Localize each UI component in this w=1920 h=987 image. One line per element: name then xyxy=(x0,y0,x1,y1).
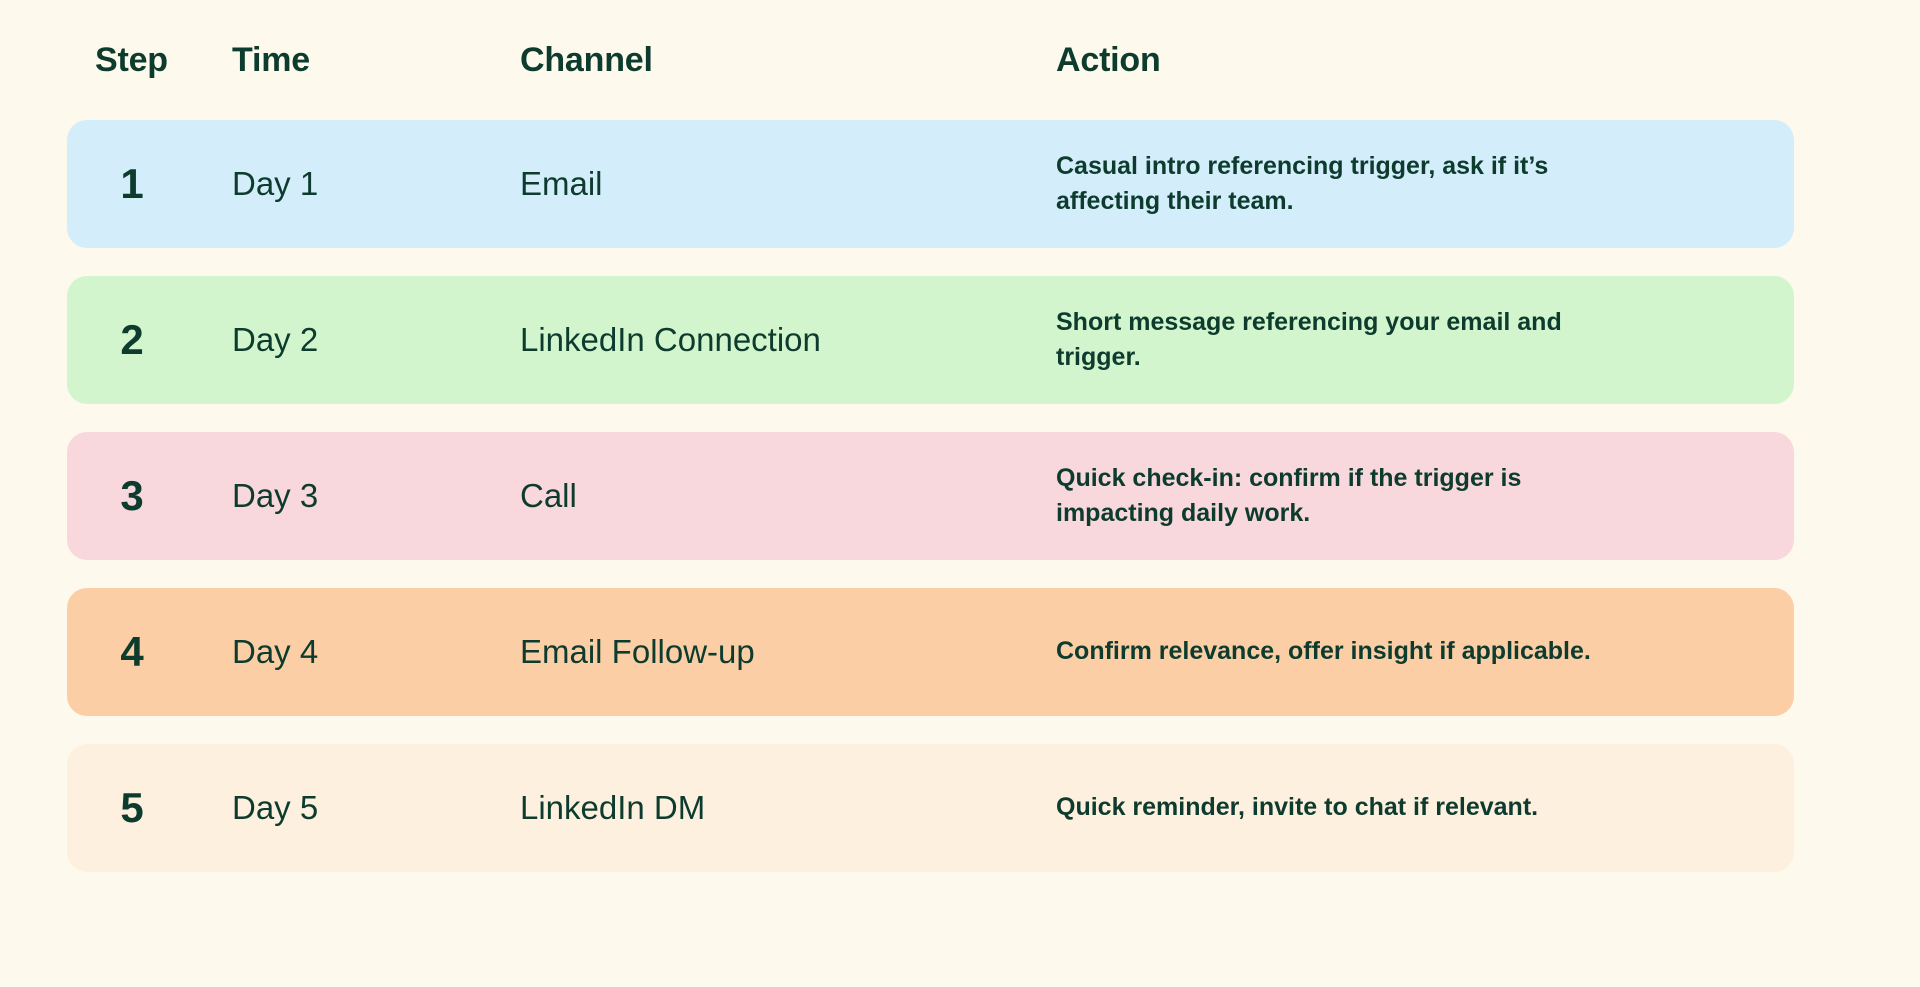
table-row: 1 Day 1 Email Casual intro referencing t… xyxy=(67,120,1794,248)
cell-step: 5 xyxy=(120,784,144,831)
cell-step: 4 xyxy=(120,628,144,675)
cell-action: Casual intro referencing trigger, ask if… xyxy=(1056,151,1549,216)
cell-time: Day 2 xyxy=(232,321,319,358)
column-header-channel: Channel xyxy=(520,40,653,79)
cell-step: 3 xyxy=(120,472,144,519)
cell-time: Day 1 xyxy=(232,165,319,202)
cell-time: Day 3 xyxy=(232,477,319,514)
cell-action: Quick reminder, invite to chat if releva… xyxy=(1056,793,1539,822)
cell-time: Day 5 xyxy=(232,789,319,826)
cell-channel: Email Follow-up xyxy=(520,633,755,670)
table-header-row: Step Time Channel Action xyxy=(67,0,1794,120)
cell-action: Confirm relevance, offer insight if appl… xyxy=(1056,637,1591,666)
cell-time: Day 4 xyxy=(232,633,319,670)
table-row: 2 Day 2 LinkedIn Connection Short messag… xyxy=(67,276,1794,404)
cell-step: 2 xyxy=(120,316,144,363)
cell-action: Quick check-in: confirm if the trigger i… xyxy=(1056,463,1522,528)
outreach-sequence-table: Step Time Channel Action 1 Day 1 Email C… xyxy=(67,0,1794,987)
cell-step: 1 xyxy=(120,160,144,207)
table-row: 5 Day 5 LinkedIn DM Quick reminder, invi… xyxy=(67,744,1794,872)
cell-channel: Email xyxy=(520,165,603,202)
table-body: 1 Day 1 Email Casual intro referencing t… xyxy=(67,120,1794,872)
cell-action: Short message referencing your email and… xyxy=(1056,307,1562,372)
cell-channel: Call xyxy=(520,477,577,514)
table-row: 3 Day 3 Call Quick check-in: confirm if … xyxy=(67,432,1794,560)
column-header-action: Action xyxy=(1056,40,1161,79)
column-header-step: Step xyxy=(95,40,168,79)
cell-channel: LinkedIn DM xyxy=(520,789,706,826)
column-header-time: Time xyxy=(232,40,310,79)
cell-channel: LinkedIn Connection xyxy=(520,321,821,358)
table-row: 4 Day 4 Email Follow-up Confirm relevanc… xyxy=(67,588,1794,716)
